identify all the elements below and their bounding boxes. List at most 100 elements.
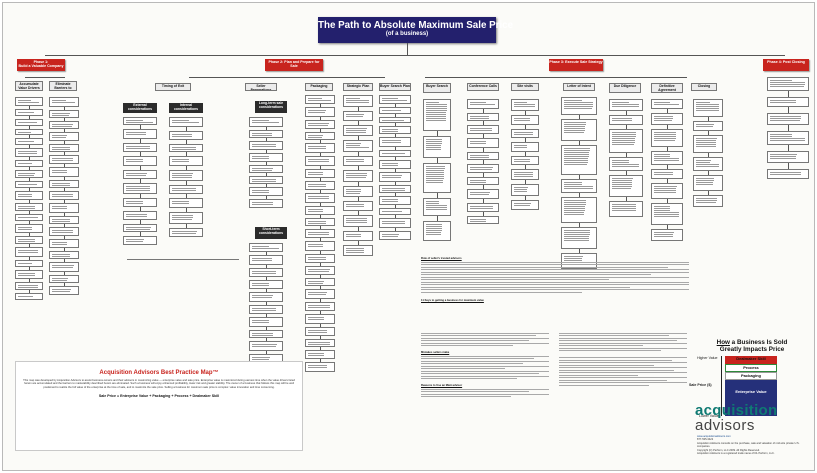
connector: [483, 173, 484, 177]
step-box: [693, 135, 723, 153]
connector: [140, 220, 141, 224]
step-box: [15, 138, 43, 145]
step-box: [343, 140, 373, 152]
step-box: [511, 142, 539, 152]
step-box: [379, 126, 411, 134]
connector: [320, 299, 321, 302]
connector: [29, 145, 30, 148]
best-practice-body: This map was developed by Acquisition Ad…: [23, 379, 295, 389]
step-box: [651, 99, 683, 109]
connector: [708, 191, 709, 195]
cat-site-visits: Site visits: [511, 83, 539, 91]
best-practice-title: Acquisition Advisors Best Practice Map™: [99, 370, 219, 376]
step-box: [49, 155, 79, 164]
connector: [266, 162, 267, 165]
step-box: [379, 231, 411, 240]
connector: [186, 224, 187, 228]
connector: [525, 125, 526, 129]
reasons-heading: Reasons to Use an M&A advisor: [421, 384, 463, 387]
connector: [395, 215, 396, 218]
keys-heading: 11 Keys to getting a business for maximu…: [421, 298, 484, 302]
connector: [320, 129, 321, 132]
connector: [64, 224, 65, 227]
phase-4: Phase 4: Post Closing: [763, 59, 809, 71]
step-box: [343, 170, 373, 182]
connector: [358, 227, 359, 231]
connector: [266, 184, 267, 187]
step-box: [249, 317, 283, 327]
connector: [708, 131, 709, 135]
cat-buyer-search: Buyer Search: [423, 83, 451, 93]
step-box: [15, 236, 43, 244]
connector: [579, 115, 580, 119]
connector: [64, 177, 65, 180]
step-box: [305, 193, 335, 203]
step-box: [343, 95, 373, 107]
step-box: [169, 228, 203, 237]
connector: [667, 147, 668, 151]
step-box: [249, 130, 283, 138]
step-box: [511, 169, 539, 180]
step-box: [49, 203, 79, 213]
connector: [186, 166, 187, 170]
step-box: [467, 113, 499, 121]
step-box: [693, 175, 723, 191]
step-box: [343, 215, 373, 227]
connector: [626, 125, 627, 129]
connector: [358, 121, 359, 125]
how-sold-axis: [721, 356, 722, 416]
step-box: [767, 77, 809, 91]
step-box: [49, 251, 79, 259]
step-box: [305, 120, 335, 129]
step-box: [343, 156, 373, 166]
step-box: [423, 221, 451, 241]
connector: [320, 359, 321, 362]
tier-packaging: Packaging: [725, 372, 777, 380]
connector: [395, 205, 396, 208]
step-box: [123, 143, 157, 152]
connector: [579, 175, 580, 179]
keys-left-list: Mistakes sellers make Reasons to Use an …: [421, 331, 549, 449]
step-box: [49, 286, 79, 295]
connector: [626, 153, 627, 157]
connector: [266, 265, 267, 268]
connector: [266, 327, 267, 330]
step-box: [379, 208, 411, 215]
contact-trademark: Acquisition Advisors is a registered tra…: [697, 452, 775, 456]
step-box: [169, 185, 203, 194]
step-box: [609, 201, 643, 217]
connector: [266, 289, 267, 292]
connector: [579, 223, 580, 227]
step-box: [379, 218, 411, 228]
connector: [320, 251, 321, 254]
step-box: [123, 198, 157, 207]
step-box: [379, 150, 411, 157]
step-box: [249, 165, 283, 173]
phase-1: Phase 1: Build a Valuable Company: [17, 59, 65, 71]
step-box: [693, 121, 723, 131]
step-box: [15, 119, 43, 126]
step-box: [249, 141, 283, 150]
connector: [667, 125, 668, 129]
step-box: [609, 99, 643, 111]
step-box: [651, 203, 683, 225]
connector: [64, 118, 65, 121]
connector: [29, 279, 30, 282]
step-box: [249, 117, 283, 127]
tier-process: Process: [725, 364, 777, 372]
step-box: [249, 268, 283, 277]
cat-definitive-agreement: Definitive Agreement: [651, 83, 683, 93]
connector: [64, 129, 65, 132]
step-box: [379, 107, 411, 114]
sub-external: External considerations: [123, 103, 157, 113]
contact-url[interactable]: www.acquisitionadvisors.com: [697, 435, 731, 438]
connector: [437, 131, 438, 136]
p1-branch: [25, 77, 65, 78]
connector: [320, 190, 321, 193]
step-box: [15, 97, 43, 106]
connector: [186, 208, 187, 212]
connector: [64, 213, 65, 216]
step-box: [169, 170, 203, 181]
title-stem: [407, 43, 408, 55]
connector: [64, 200, 65, 203]
